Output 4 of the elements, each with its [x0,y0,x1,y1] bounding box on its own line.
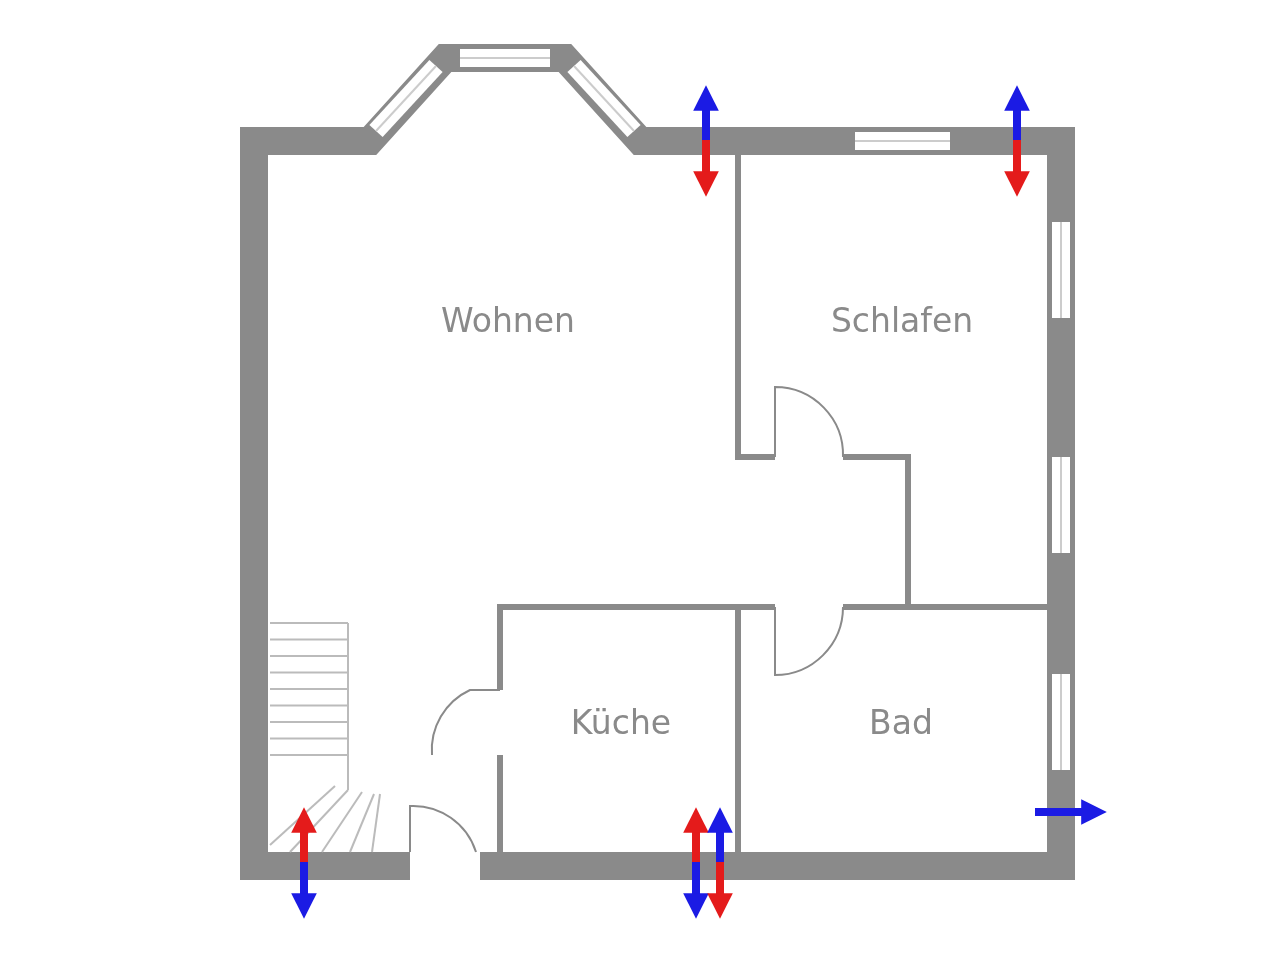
room-label: Bad [869,702,933,742]
room-label: Wohnen [441,300,575,340]
room-label: Schlafen [830,300,974,340]
room-label: Küche [570,702,672,742]
